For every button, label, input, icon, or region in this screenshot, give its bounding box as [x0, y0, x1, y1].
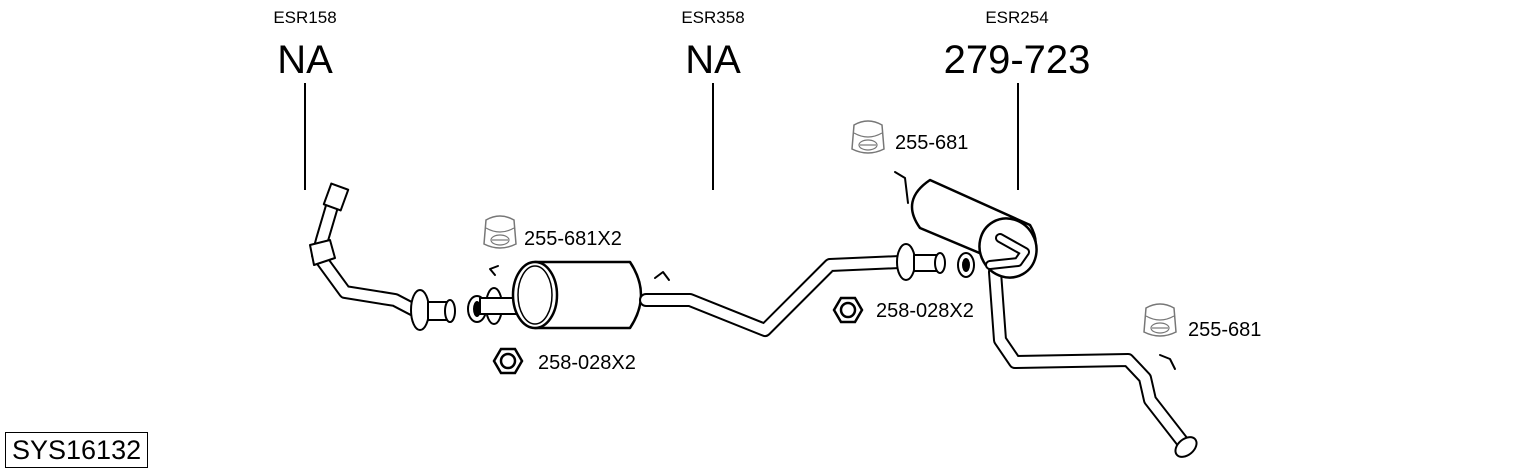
rubber-hanger-icon [483, 215, 517, 249]
accessory-label[interactable]: 255-681 [1188, 319, 1262, 341]
esr-code-1: ESR158 [273, 8, 337, 27]
accessory-label[interactable]: 258-028X2 [876, 300, 974, 322]
front-pipe [309, 182, 456, 331]
accessory-label[interactable]: 255-681X2 [524, 228, 622, 250]
nut-icon [832, 296, 864, 324]
part-number-3[interactable]: 279-723 [943, 38, 1091, 82]
esr-code-3: ESR254 [985, 8, 1049, 27]
center-muffler [467, 243, 946, 337]
nut-icon [492, 347, 524, 375]
rubber-hanger-icon [851, 120, 885, 154]
system-id: SYS16132 [5, 432, 149, 468]
rubber-hanger-icon [1143, 303, 1177, 337]
part-number-2[interactable]: NA [685, 38, 741, 82]
part-number-1[interactable]: NA [277, 38, 333, 82]
rear-muffler [894, 171, 1198, 458]
accessory-label[interactable]: 258-028X2 [538, 352, 636, 374]
accessory-label[interactable]: 255-681 [895, 132, 969, 154]
leader-line [712, 83, 714, 190]
leader-line [304, 83, 306, 190]
leader-line [1017, 83, 1019, 190]
esr-code-2: ESR358 [681, 8, 745, 27]
